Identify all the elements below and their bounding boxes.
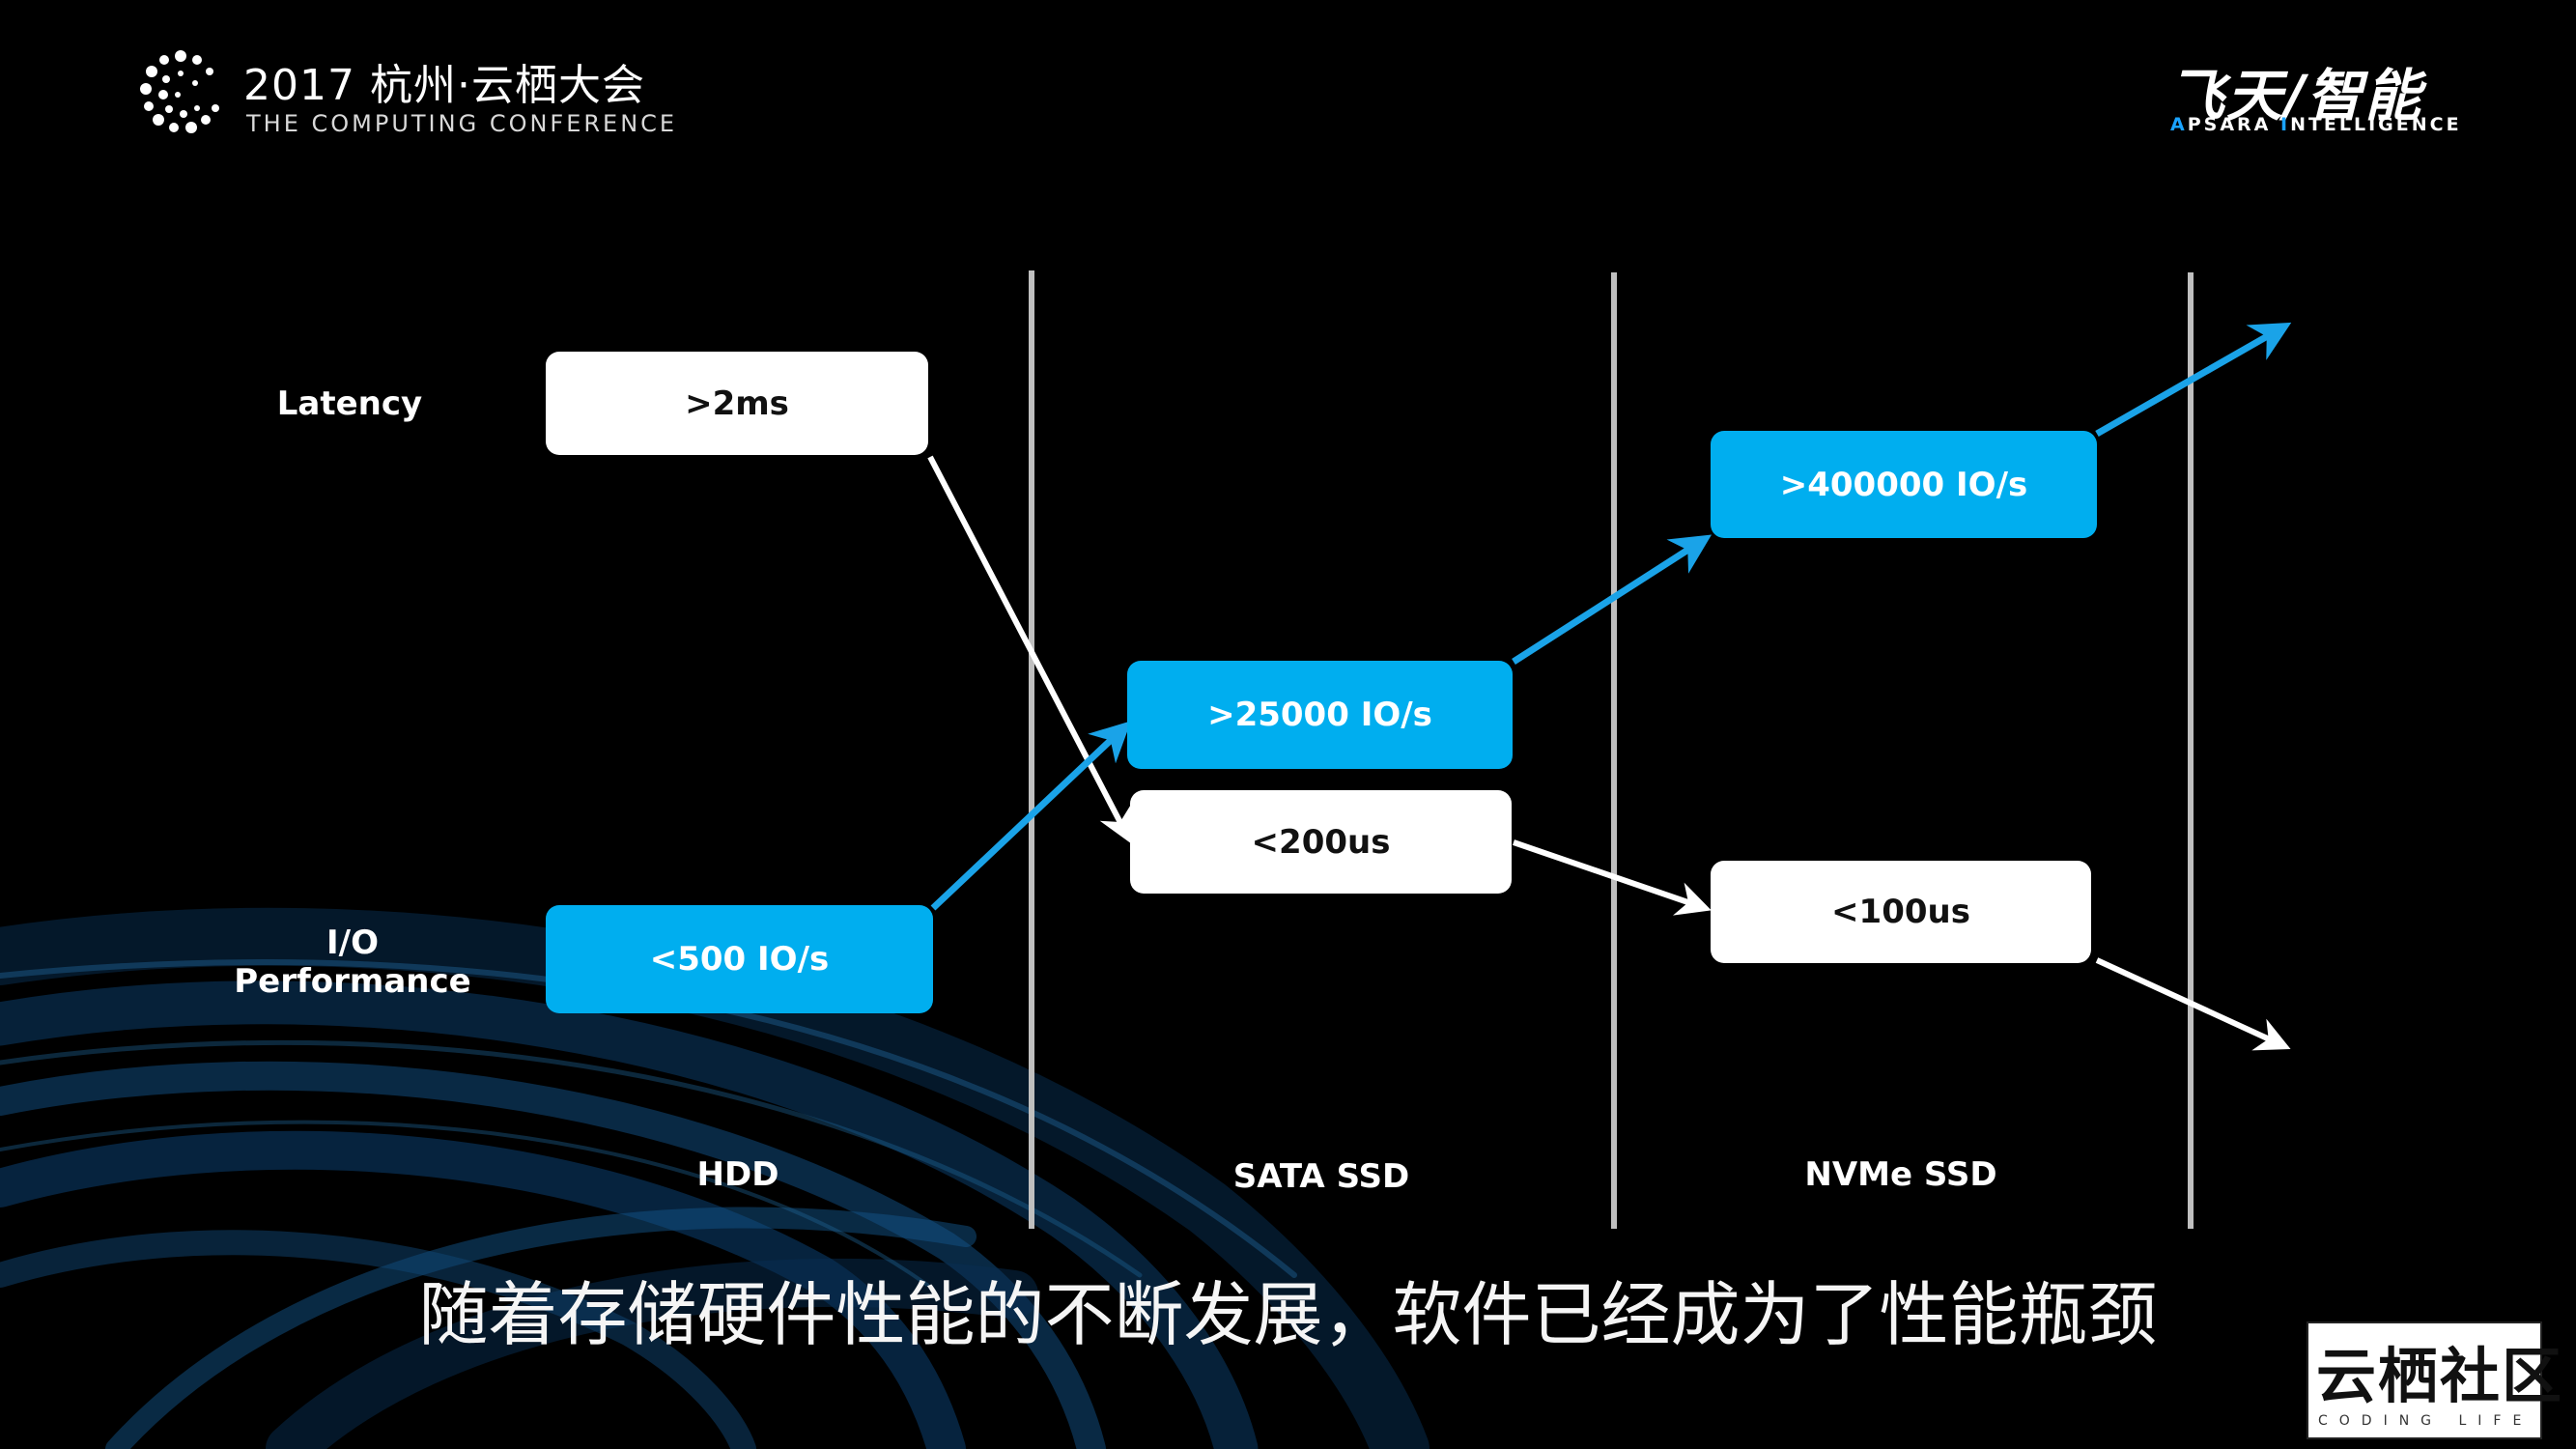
box-hdd-latency: >2ms [546,352,928,455]
watermark-cn: 云栖社区 [2316,1327,2563,1414]
box-hdd-io: <500 IO/s [546,905,933,1013]
conference-title: 2017 杭州·云栖大会 [243,50,645,112]
brand-logo-en: APSARA INTELLIGENCE [2170,114,2462,135]
conference-subtitle: THE COMPUTING CONFERENCE [246,110,677,137]
row-label-io-line2: Performance [232,962,473,1001]
community-watermark: 云栖社区 CODING LIFE [2307,1321,2542,1439]
caption-subtitle: 随着存储硬件性能的不断发展，软件已经成为了性能瓶颈 [0,1258,2576,1359]
arrow-latency-sata-to-nvme [1514,842,1705,908]
column-label-nvme-ssd: NVMe SSD [1708,1155,2094,1194]
row-label-latency: Latency [253,384,446,423]
box-sata-latency: <200us [1130,790,1512,894]
row-label-io-line1: I/O [232,923,473,962]
column-label-hdd: HDD [545,1155,931,1194]
row-label-io: I/O Performance [232,923,473,1001]
box-nvme-io: >400000 IO/s [1711,431,2097,538]
conference-logo-icon [137,48,224,135]
arrow-io-sata-to-nvme [1514,539,1705,662]
box-nvme-latency: <100us [1711,861,2091,963]
column-label-sata-ssd: SATA SSD [1128,1157,1514,1196]
watermark-en: CODING LIFE [2318,1413,2533,1429]
box-sata-io: >25000 IO/s [1127,661,1513,769]
